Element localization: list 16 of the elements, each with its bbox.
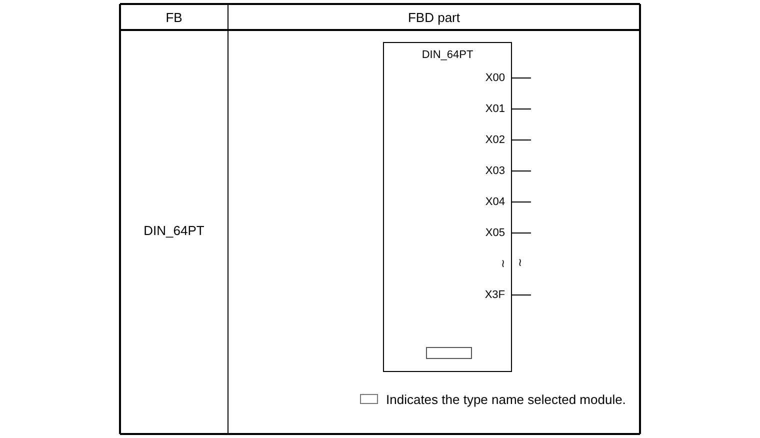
function-block bbox=[383, 42, 512, 372]
break-mark: ≀ bbox=[518, 257, 523, 270]
pin-label: X03 bbox=[484, 165, 505, 178]
column-header: FBD part bbox=[406, 10, 461, 25]
table-cell-text: DIN_64PT bbox=[142, 223, 206, 238]
pin-label: X01 bbox=[484, 103, 505, 116]
pin-label: X00 bbox=[484, 72, 505, 85]
block-title: DIN_64PT bbox=[420, 49, 474, 62]
pin-label: X04 bbox=[484, 196, 505, 209]
column-header: FB bbox=[164, 10, 184, 25]
pin-label: X02 bbox=[484, 134, 505, 147]
pin-label: X3F bbox=[484, 289, 505, 302]
break-mark: ≀ bbox=[500, 258, 505, 271]
type-name-field bbox=[426, 347, 472, 359]
pin-label: X05 bbox=[484, 227, 505, 240]
legend-text: Indicates the type name selected module. bbox=[386, 392, 626, 407]
